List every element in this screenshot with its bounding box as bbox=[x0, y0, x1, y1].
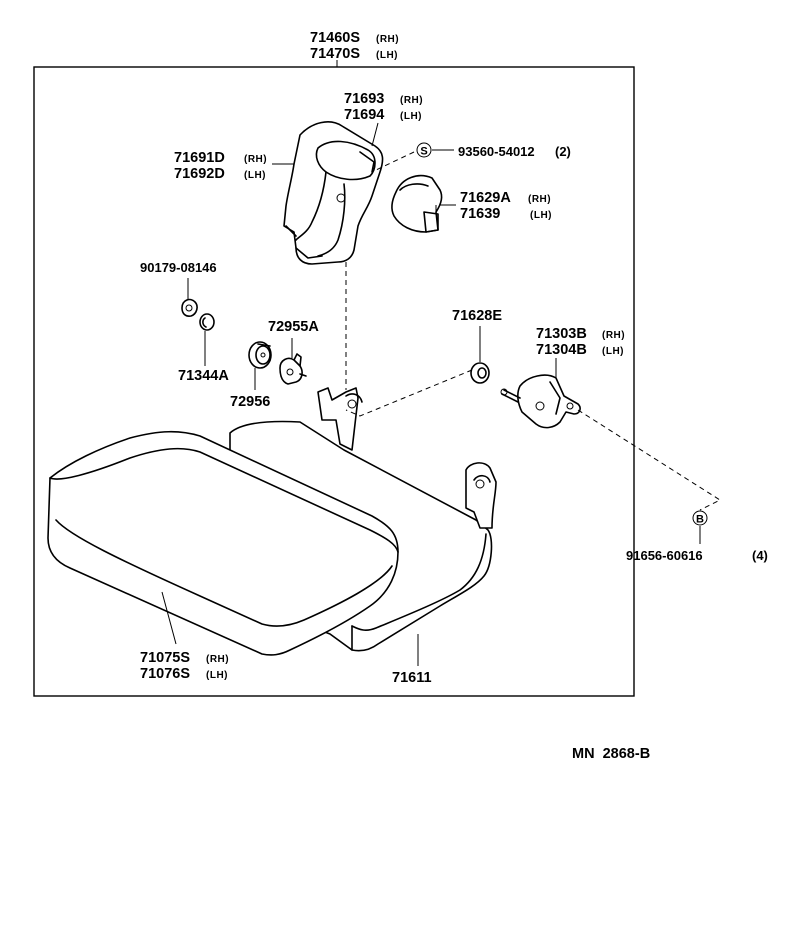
assembly-frame bbox=[33, 66, 635, 697]
callout-cap: 71344A bbox=[178, 368, 229, 384]
hinge-bracket-part bbox=[500, 374, 581, 429]
callout-screw: 93560-54012 (2) bbox=[458, 144, 571, 159]
callout-bolt: 91656-60616 (4) bbox=[626, 548, 768, 563]
svg-text:(LH): (LH) bbox=[530, 210, 552, 221]
bolt-symbol-icon: B bbox=[692, 510, 708, 526]
callout-knob: 72955A bbox=[268, 319, 319, 335]
svg-text:(LH): (LH) bbox=[206, 670, 228, 681]
svg-text:71075S: 71075S bbox=[140, 650, 190, 666]
knob-base-part bbox=[248, 341, 272, 369]
svg-text:(RH): (RH) bbox=[376, 34, 399, 45]
svg-text:71693: 71693 bbox=[344, 91, 384, 107]
callout-seat-frame: 71611 bbox=[392, 670, 432, 686]
svg-text:(RH): (RH) bbox=[206, 654, 229, 665]
svg-text:71304B: 71304B bbox=[536, 342, 587, 358]
svg-text:71470S: 71470S bbox=[310, 46, 360, 62]
cap-part bbox=[199, 313, 215, 331]
bushing-part bbox=[470, 362, 490, 384]
svg-text:(RH): (RH) bbox=[528, 194, 551, 205]
screw-symbol-letter: S bbox=[420, 146, 427, 158]
svg-text:71076S: 71076S bbox=[140, 666, 190, 682]
hinge-cover-part bbox=[283, 121, 384, 265]
knob-part bbox=[279, 353, 307, 385]
callout-hinge-cap: 71629A (RH) 71639 (LH) bbox=[460, 190, 552, 222]
svg-text:71691D: 71691D bbox=[174, 150, 225, 166]
svg-text:71694: 71694 bbox=[344, 107, 384, 123]
hinge-cap-part bbox=[391, 174, 443, 233]
svg-text:(2): (2) bbox=[555, 144, 571, 159]
svg-text:(RH): (RH) bbox=[400, 95, 423, 106]
clip-part bbox=[181, 298, 198, 317]
svg-text:71629A: 71629A bbox=[460, 190, 511, 206]
svg-text:(RH): (RH) bbox=[602, 330, 625, 341]
cushion-part bbox=[47, 430, 399, 656]
drawing-code: MN 2868-B bbox=[572, 746, 650, 762]
leader-lines bbox=[161, 122, 722, 666]
svg-text:71692D: 71692D bbox=[174, 166, 225, 182]
bolt-symbol-letter: B bbox=[696, 514, 704, 526]
svg-text:71460S: 71460S bbox=[310, 30, 360, 46]
svg-text:71639: 71639 bbox=[460, 206, 500, 222]
svg-text:(LH): (LH) bbox=[244, 170, 266, 181]
screw-symbol-icon: S bbox=[416, 142, 432, 158]
svg-text:(LH): (LH) bbox=[602, 346, 624, 357]
callout-hinge-cover-inner: 71693 (RH) 71694 (LH) bbox=[344, 91, 423, 123]
svg-text:(4): (4) bbox=[752, 548, 768, 563]
callout-bushing: 71628E bbox=[452, 308, 502, 324]
callout-hinge-bracket: 71303B (RH) 71304B (LH) bbox=[536, 326, 625, 358]
svg-text:(LH): (LH) bbox=[376, 50, 398, 61]
svg-text:91656-60616: 91656-60616 bbox=[626, 548, 703, 563]
callout-cushion: 71075S (RH) 71076S (LH) bbox=[140, 650, 229, 682]
svg-text:(RH): (RH) bbox=[244, 154, 267, 165]
svg-text:71303B: 71303B bbox=[536, 326, 587, 342]
callout-knob-base: 72956 bbox=[230, 394, 270, 410]
svg-text:93560-54012: 93560-54012 bbox=[458, 144, 535, 159]
callout-seat-assembly: 71460S (RH) 71470S (LH) bbox=[310, 30, 399, 62]
callout-clip: 90179-08146 bbox=[140, 260, 217, 275]
svg-text:(LH): (LH) bbox=[400, 111, 422, 122]
callout-hinge-cover-outer: 71691D (RH) 71692D (LH) bbox=[174, 150, 267, 182]
